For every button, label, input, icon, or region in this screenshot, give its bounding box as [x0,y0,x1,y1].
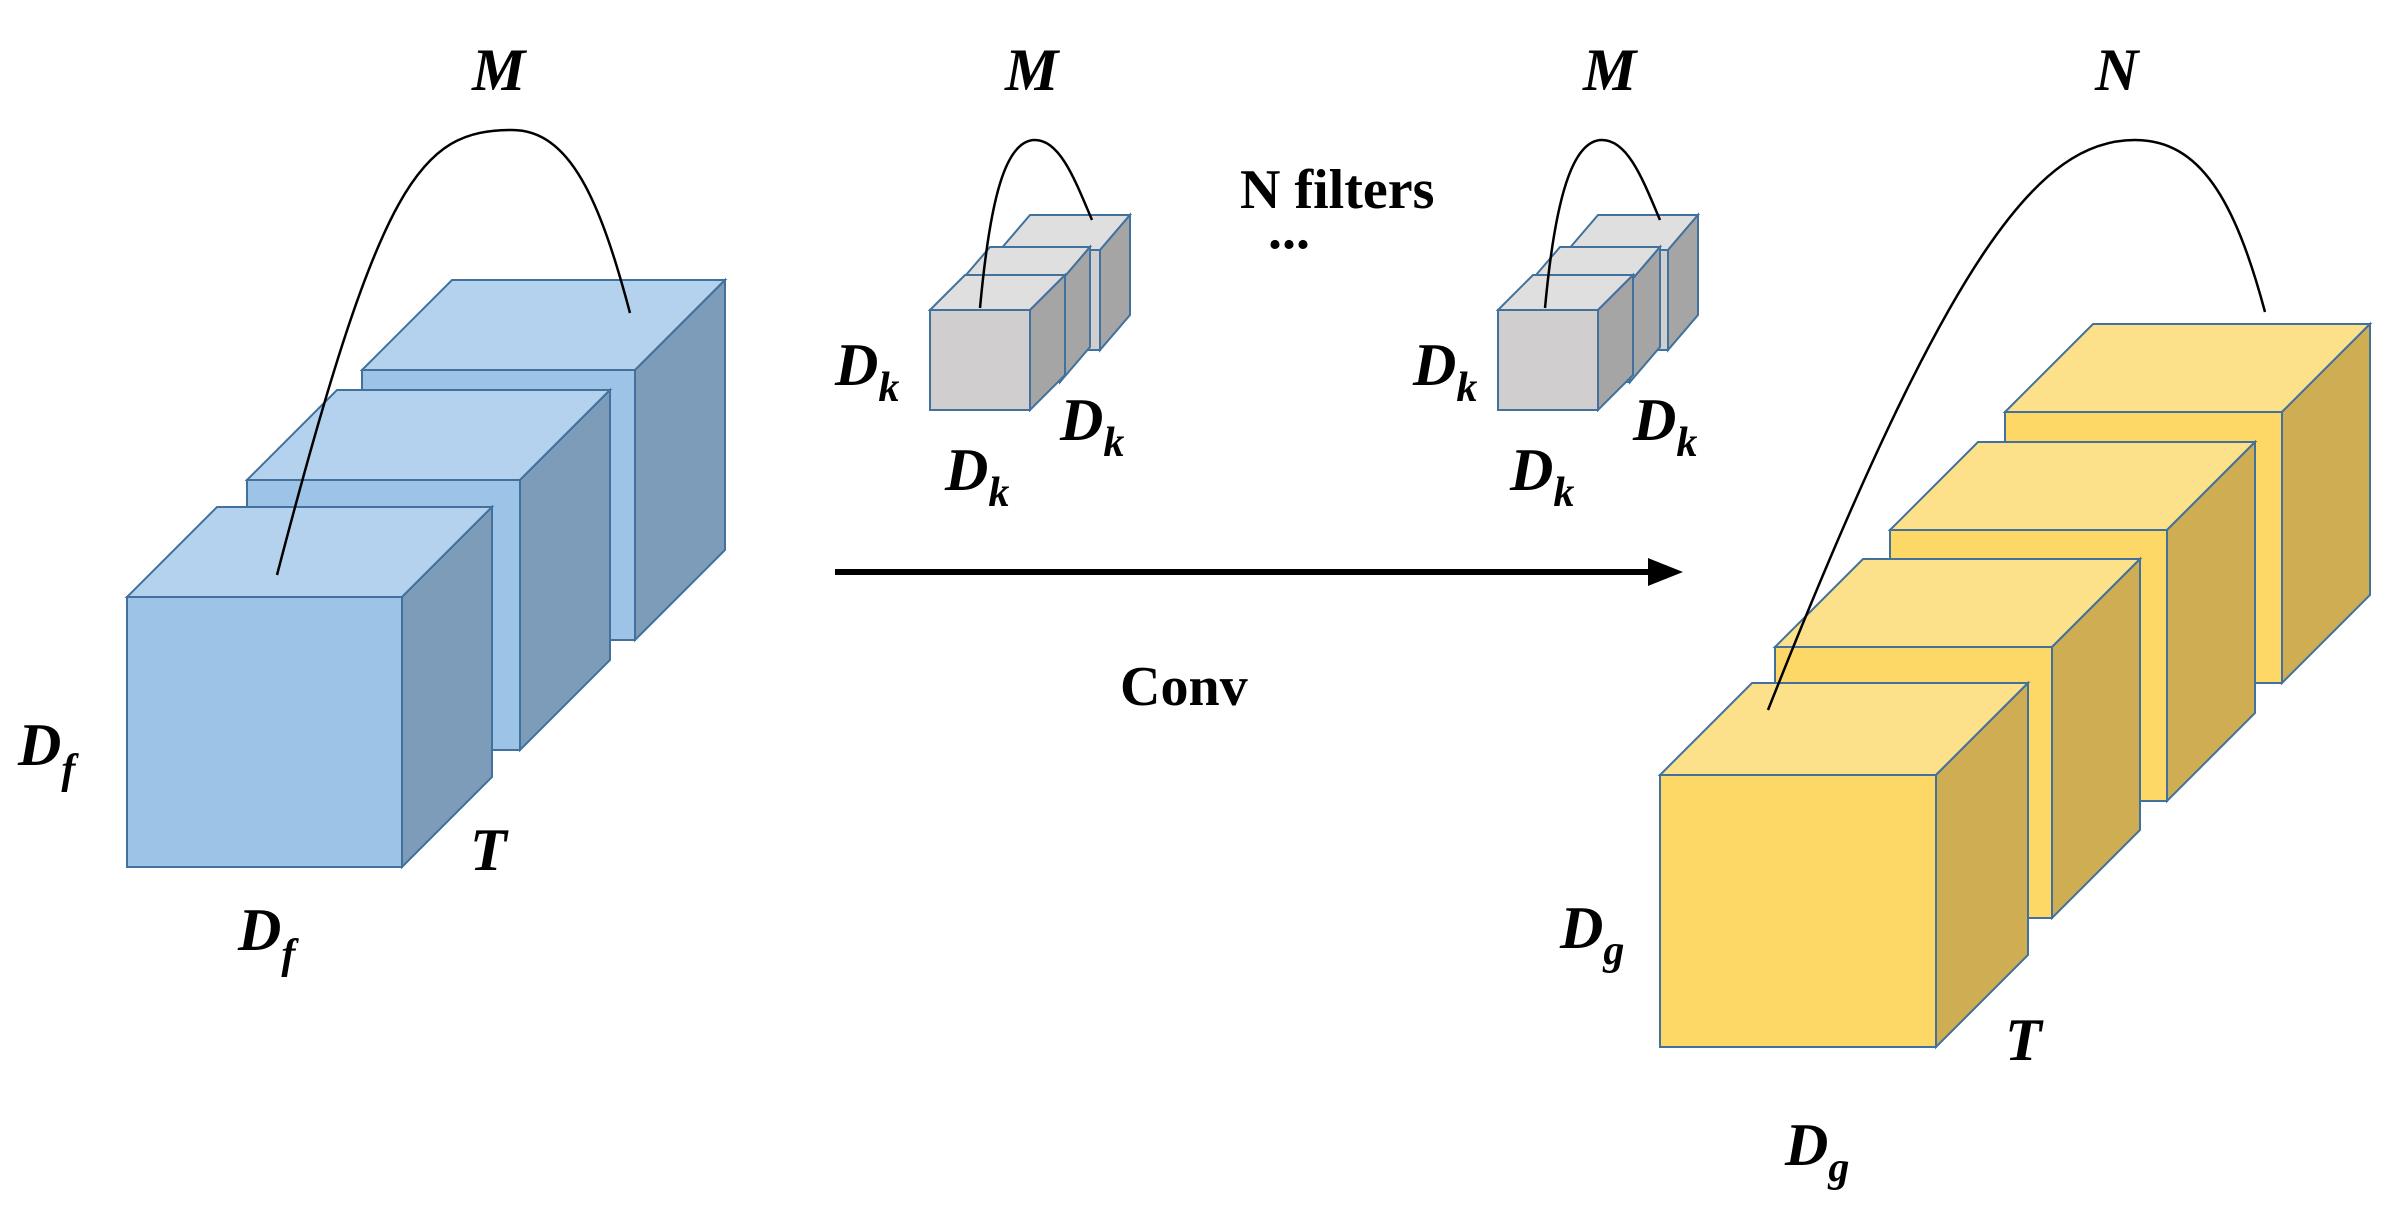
filter-1-channel-brace [978,138,1094,309]
filters-ellipsis: ... [1268,199,1310,261]
input-depth-label: T [470,817,509,883]
input-channel-label: M [471,37,528,103]
output-channel-label: N [2094,37,2141,103]
input-tensor [124,128,728,870]
filter-1-depth-label: Dk [1059,387,1124,466]
output-tensor [1657,138,2373,1050]
output-width-label: Dg [1784,1112,1849,1191]
output-slice-1 [1657,680,2031,1050]
filter-2-height-label: Dk [1412,332,1477,411]
input-height-label: Df [17,712,79,793]
output-height-label: Dg [1559,895,1624,974]
filter-1-channel-label: M [1004,37,1061,103]
filter-1-width-label: Dk [944,437,1009,516]
filter-1 [927,138,1133,413]
input-slice-1-front [126,596,403,868]
filter-2 [1495,138,1701,413]
filter-1-height-label: Dk [834,332,899,411]
input-slice-1 [124,504,495,870]
filter-2-channel-brace [1543,138,1662,309]
input-channel-brace [275,128,632,576]
filter-2-slice-1 [1495,272,1636,413]
output-depth-label: T [2005,1007,2044,1073]
filter-2-channel-label: M [1582,37,1639,103]
filter-1-slice-1 [927,272,1068,413]
input-width-label: Df [237,897,299,978]
output-slice-1-front [1659,774,1937,1048]
filter-2-width-label: Dk [1509,437,1574,516]
conv-label: Conv [1120,656,1248,718]
filter-1-slice-1-front [929,309,1031,411]
output-channel-brace [1766,138,2267,711]
conv-arrow-head [1648,558,1683,586]
filter-2-depth-label: Dk [1632,387,1697,466]
n-filters-label: N filters [1240,159,1434,221]
filter-2-slice-1-front [1497,309,1599,411]
